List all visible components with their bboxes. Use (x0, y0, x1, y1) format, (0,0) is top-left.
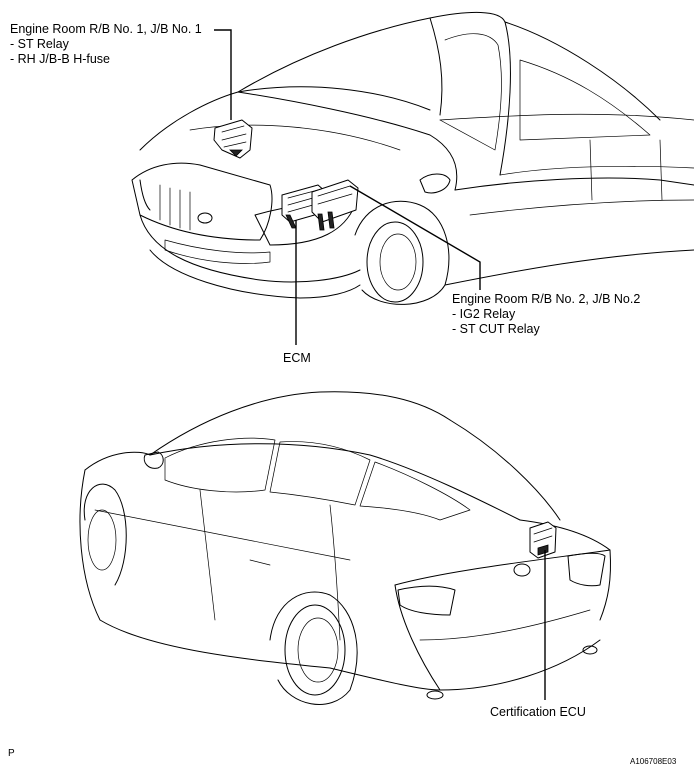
jb1-leader-line (214, 29, 232, 120)
rear-car-illustration (79, 391, 611, 705)
jb2-title: Engine Room R/B No. 2, J/B No.2 (452, 292, 641, 306)
front-car-illustration (131, 11, 694, 305)
jb1-callout: Engine Room R/B No. 1, J/B No. 1 - ST Re… (10, 22, 202, 67)
jb1-item-st-relay: - ST Relay (10, 37, 69, 51)
figure-id: A106708E03 (630, 757, 677, 766)
certification-ecu-icon (529, 521, 557, 559)
jb1-item-rh-jb-fuse: - RH J/B-B H-fuse (10, 52, 111, 66)
jb2-item-ig2-relay: - IG2 Relay (452, 307, 516, 321)
jb2-callout: Engine Room R/B No. 2, J/B No.2 - IG2 Re… (452, 292, 640, 337)
jb2-item-st-cut-relay: - ST CUT Relay (452, 322, 540, 336)
corner-code: P (8, 748, 15, 759)
ecm-label: ECM (283, 351, 311, 365)
jb2-leader-line (349, 185, 481, 290)
jb2-relay-box-icon (311, 179, 359, 231)
certification-ecu-label: Certification ECU (490, 705, 586, 719)
jb1-relay-box-icon (213, 119, 253, 159)
jb1-title: Engine Room R/B No. 1, J/B No. 1 (10, 22, 202, 36)
